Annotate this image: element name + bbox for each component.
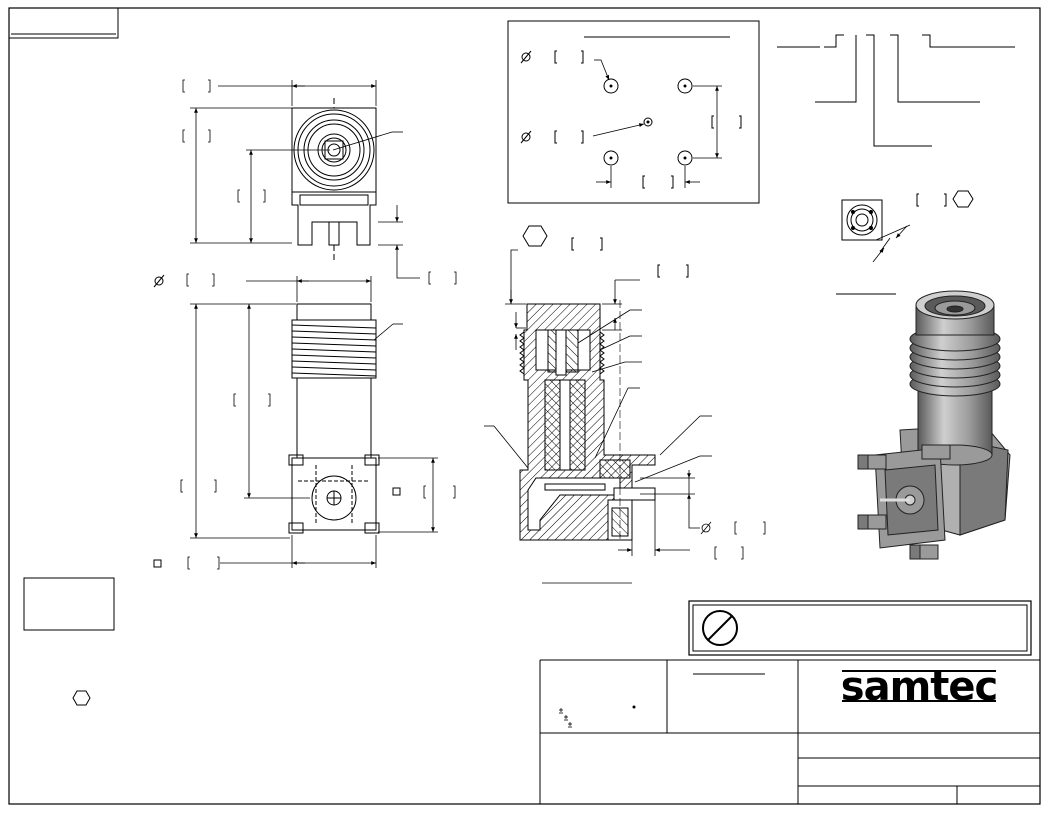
side-view <box>288 303 380 534</box>
diameter-symbol-icon <box>700 521 712 535</box>
pcb-layout-box <box>507 20 760 204</box>
hexagon-symbol-icon <box>952 190 974 208</box>
samtec-logo: samtec <box>841 664 998 710</box>
render-thread <box>909 326 1001 397</box>
do-not-scale-banner <box>688 600 1032 656</box>
hexagon-symbol-icon <box>522 225 548 247</box>
diameter-symbol-icon <box>153 274 165 288</box>
thread-teeth <box>519 331 605 375</box>
no-symbol-icon <box>702 610 738 646</box>
brand-name: samtec <box>841 664 997 710</box>
section-view-leaders <box>484 249 766 584</box>
front-view <box>291 98 377 260</box>
section-view <box>519 225 689 541</box>
diameter-symbol-icon <box>520 130 532 144</box>
front-view-dimensions <box>182 79 457 285</box>
tolerance-marks <box>559 708 572 728</box>
part-number-callout <box>777 34 1015 147</box>
side-view-dimensions <box>180 273 456 570</box>
square-symbol-icon <box>153 559 162 568</box>
sheet-border <box>8 7 1041 805</box>
connector-3d-render <box>857 290 1011 560</box>
square-symbol-icon <box>392 487 401 496</box>
end-view-small <box>836 193 947 295</box>
thread-lines <box>291 324 377 377</box>
title-block <box>539 659 1040 804</box>
diameter-symbol-icon <box>520 50 532 64</box>
notes-box <box>23 577 115 631</box>
revision-tab <box>8 7 119 39</box>
hexagon-symbol-icon <box>72 690 91 706</box>
